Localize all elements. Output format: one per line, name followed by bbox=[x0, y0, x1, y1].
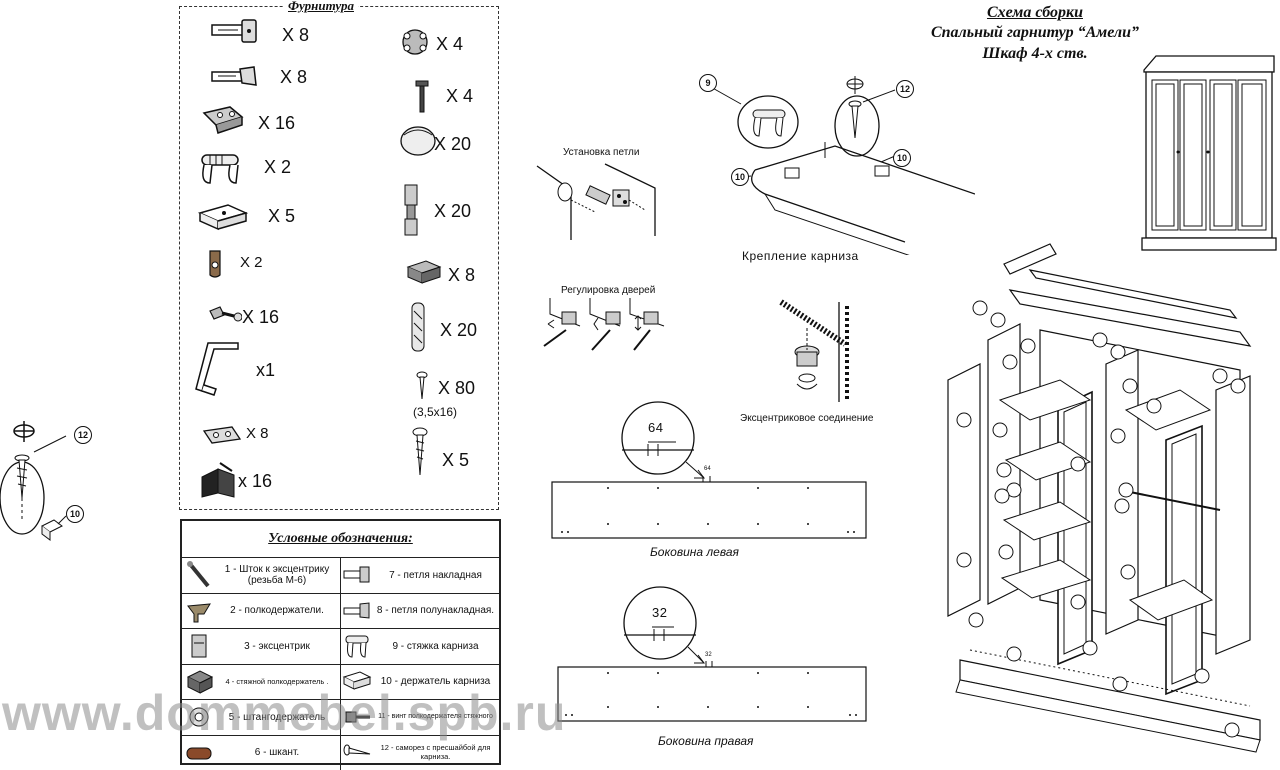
bolt-icon bbox=[414, 79, 430, 115]
hardware-qty: X 80 bbox=[438, 379, 475, 397]
hardware-qty: X 16 bbox=[242, 308, 279, 326]
dimension-label: 32 bbox=[652, 605, 667, 620]
side-left-label: Боковина левая bbox=[650, 545, 739, 559]
hardware-qty: X 2 bbox=[240, 254, 263, 272]
eccentric-rod-icon bbox=[402, 183, 420, 239]
hinge-half-overlay-icon bbox=[342, 596, 372, 626]
hinge-install-diagram bbox=[535, 160, 665, 240]
callout-badge: 12 bbox=[74, 426, 92, 444]
legend-row: 2 - полкодержатели. 8 - петля полунаклад… bbox=[182, 593, 499, 629]
legend-item: 8 - петля полунакладная. bbox=[374, 594, 497, 629]
hinge-install-label: Установка петли bbox=[563, 147, 639, 158]
hardware-qty: X 20 bbox=[440, 321, 477, 339]
connector-rod-icon bbox=[184, 560, 214, 590]
small-screw-icon bbox=[416, 371, 428, 401]
hardware-qty: X 5 bbox=[268, 207, 295, 225]
callout-badge: 10 bbox=[893, 149, 911, 167]
hardware-qty-note: (3,5x16) bbox=[413, 405, 457, 419]
watermark-text: www.dommebel.spb.ru bbox=[2, 684, 566, 742]
legend-item: 2 - полкодержатели. bbox=[216, 594, 338, 629]
hardware-qty: X 8 bbox=[246, 425, 269, 443]
side-right-label: Боковина правая bbox=[658, 734, 753, 748]
legend-item: 9 - стяжка карниза bbox=[374, 629, 497, 664]
side-panel-left-drawing bbox=[548, 400, 870, 545]
dimension-label-small: 64 bbox=[704, 466, 711, 472]
cornice-mount-diagram bbox=[695, 70, 975, 255]
door-adjust-diagram bbox=[540, 296, 680, 356]
legend-item: 1 - Шток к эксцентрику (резьба М-6) bbox=[216, 558, 338, 593]
exploded-assembly-diagram bbox=[940, 240, 1280, 767]
hardware-panel: Фурнитура X 8 X 8 X 16 X 2 X 5 X 2 bbox=[179, 6, 499, 510]
clip-icon bbox=[206, 249, 224, 279]
cornice-mount-label: Крепление карниза bbox=[742, 249, 859, 263]
dimension-label: 64 bbox=[648, 420, 663, 435]
connector-bolt-icon bbox=[208, 303, 242, 325]
hinge-half-overlay-icon bbox=[210, 63, 264, 89]
shelf-support-tie-icon bbox=[404, 257, 444, 287]
cornice-tie-icon bbox=[196, 149, 246, 187]
hinge-overlay-icon bbox=[210, 17, 262, 45]
legend-title: Условные обозначения: bbox=[182, 531, 499, 547]
dimension-label-small: 32 bbox=[705, 652, 712, 658]
legend-item: 7 - петля накладная bbox=[374, 558, 497, 593]
cornice-tie-icon bbox=[342, 631, 372, 661]
door-adjust-label: Регулировка дверей bbox=[561, 285, 655, 296]
hardware-qty: X 8 bbox=[282, 26, 309, 44]
scheme-title: Схема сборки bbox=[875, 4, 1195, 22]
screw-icon bbox=[412, 427, 428, 477]
hardware-qty: X 5 bbox=[442, 451, 469, 469]
cap-icon bbox=[398, 123, 438, 161]
hardware-qty: X 4 bbox=[446, 87, 473, 105]
hardware-qty: X 20 bbox=[434, 135, 471, 153]
eccentric-icon bbox=[184, 631, 214, 661]
dowel-icon bbox=[184, 738, 214, 768]
callout-badge: 9 bbox=[699, 74, 717, 92]
hardware-qty: X 4 bbox=[436, 35, 463, 53]
hardware-qty: x 16 bbox=[238, 472, 272, 490]
hinge-plate-icon bbox=[200, 103, 246, 137]
hardware-qty: X 2 bbox=[264, 158, 291, 176]
mounting-plate-icon bbox=[202, 423, 242, 447]
hardware-qty: X 8 bbox=[280, 68, 307, 86]
hardware-qty: X 16 bbox=[258, 114, 295, 132]
hardware-title: Фурнитура bbox=[284, 0, 358, 14]
cornice-holder-icon bbox=[198, 201, 248, 233]
corner-bracket-icon bbox=[198, 459, 238, 499]
callout-badge: 12 bbox=[896, 80, 914, 98]
dowel-icon bbox=[408, 299, 428, 355]
hardware-qty: x1 bbox=[256, 361, 275, 379]
product-name: Спальный гарнитур “Амели” bbox=[875, 24, 1195, 42]
eccentric-joint-diagram bbox=[775, 298, 865, 408]
wardrobe-thumbnail bbox=[1140, 52, 1280, 262]
hardware-qty: X 8 bbox=[448, 266, 475, 284]
callout-badge: 10 bbox=[731, 168, 749, 186]
callout-badge: 10 bbox=[66, 505, 84, 523]
hinge-overlay-icon bbox=[342, 560, 372, 590]
legend-row: 1 - Шток к эксцентрику (резьба М-6) 7 - … bbox=[182, 557, 499, 593]
hex-key-icon bbox=[194, 339, 244, 399]
cam-washer-icon bbox=[398, 27, 432, 57]
legend-row: 3 - эксцентрик 9 - стяжка карниза bbox=[182, 628, 499, 664]
screw-icon bbox=[342, 738, 372, 768]
shelf-holder-icon bbox=[184, 596, 214, 626]
legend-item: 3 - эксцентрик bbox=[216, 629, 338, 664]
hardware-qty: X 20 bbox=[434, 202, 471, 220]
